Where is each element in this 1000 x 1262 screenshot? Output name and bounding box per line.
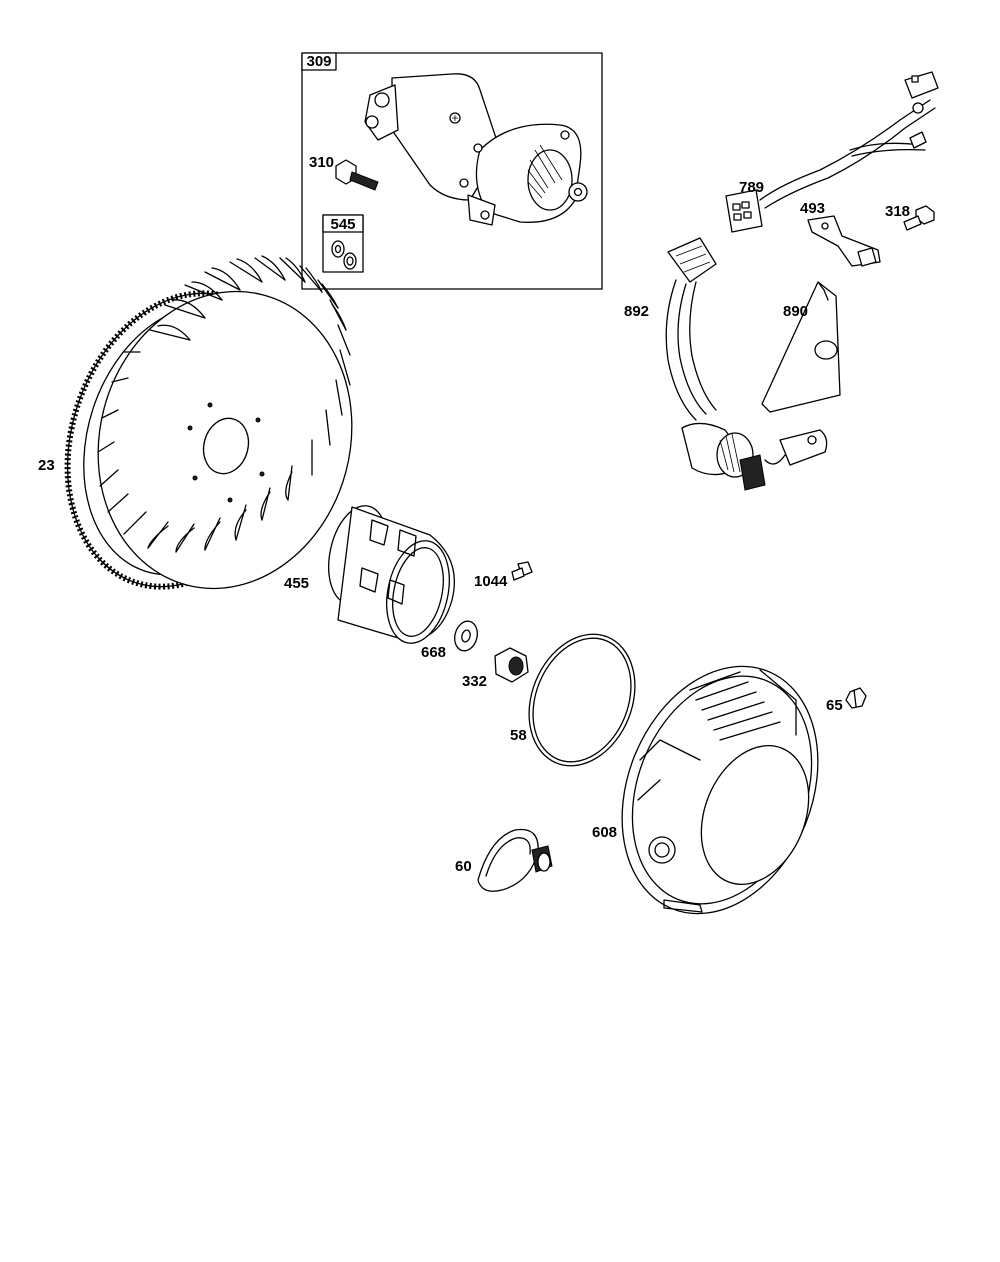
handle-60-drawing [477, 828, 553, 892]
starter-kit-box: 309 [301, 52, 603, 290]
washer-kit-545 [322, 214, 364, 273]
wiring-harness-drawing [725, 71, 939, 233]
screw-318-drawing [903, 205, 935, 231]
screw-1044-drawing [511, 561, 533, 581]
ignition-switch-892-drawing [665, 237, 828, 491]
callout-65[interactable]: 65 [826, 697, 843, 714]
washer-668-drawing [454, 620, 478, 652]
starter-motor-drawing [364, 73, 588, 226]
screw-65-drawing [845, 687, 867, 709]
callout-892[interactable]: 892 [624, 303, 649, 320]
flywheel-drawing [64, 255, 353, 590]
callout-58[interactable]: 58 [510, 727, 527, 744]
callout-309[interactable]: 309 [306, 53, 331, 70]
callout-60[interactable]: 60 [455, 858, 472, 875]
callout-608[interactable]: 608 [592, 824, 617, 841]
callout-668[interactable]: 668 [421, 644, 446, 661]
callout-332[interactable]: 332 [462, 673, 487, 690]
nut-332-drawing [494, 647, 529, 683]
callout-493[interactable]: 493 [800, 200, 825, 217]
callout-455[interactable]: 455 [284, 575, 309, 592]
callout-1044[interactable]: 1044 [474, 573, 508, 590]
callout-318[interactable]: 318 [885, 203, 910, 220]
callout-23[interactable]: 23 [38, 457, 55, 474]
starter-cup-455-drawing [328, 505, 456, 644]
callout-310[interactable]: 310 [309, 154, 334, 171]
callout-789[interactable]: 789 [739, 179, 764, 196]
bolt-310-drawing [335, 159, 379, 191]
callout-890[interactable]: 890 [783, 303, 808, 320]
starter-housing-608-drawing [621, 665, 819, 915]
switch-plate-890-drawing [761, 281, 841, 413]
ring-58-drawing [528, 633, 636, 767]
bracket-493-drawing [807, 215, 881, 267]
callout-545[interactable]: 545 [330, 216, 355, 233]
